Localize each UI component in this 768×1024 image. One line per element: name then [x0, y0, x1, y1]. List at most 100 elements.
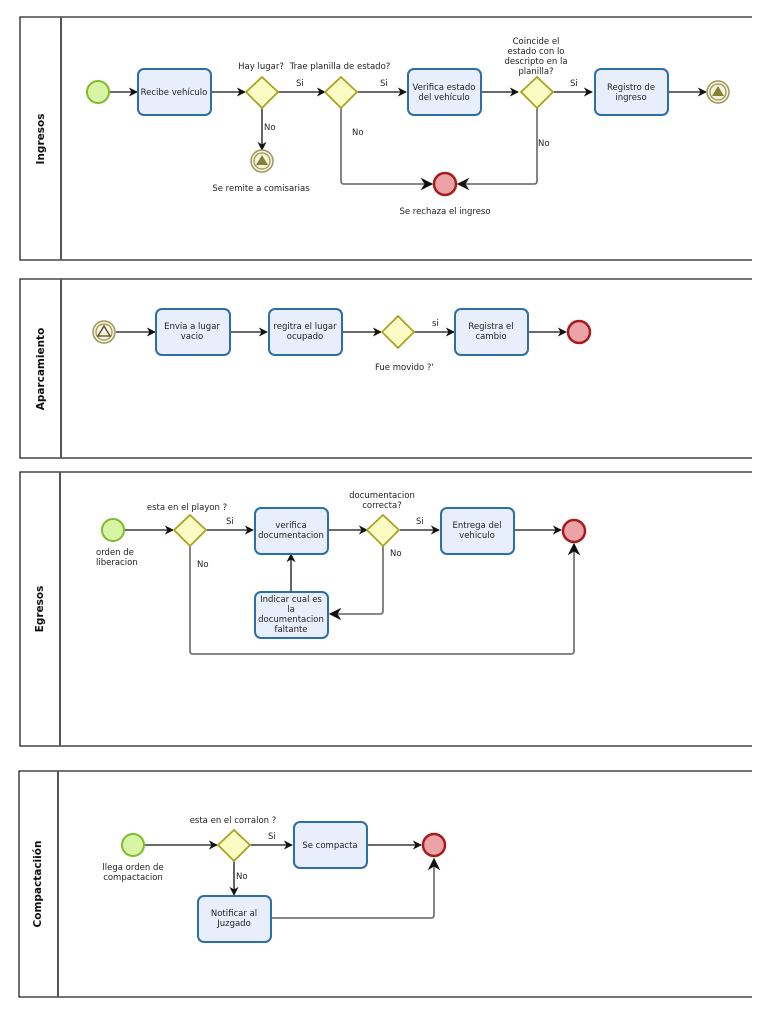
pool-border	[19, 278, 752, 459]
gateway-label: Coincide el	[513, 37, 560, 47]
end-event-reject[interactable]	[432, 171, 458, 197]
pool-title: Ingresos	[35, 114, 47, 165]
flow-label-si: Si	[380, 79, 388, 89]
task-verifica-documentacion[interactable]: verifica documentacion	[254, 507, 329, 555]
end-event[interactable]	[421, 832, 447, 858]
sequence-flow[interactable]	[189, 542, 581, 655]
flow-label-si: Si	[296, 79, 304, 89]
task-label: Juzgado	[216, 919, 251, 929]
event-label: liberacion	[96, 558, 138, 568]
pool-ingresos: Ingresos Recibe vehículo Hay lugar? Si N…	[19, 16, 752, 261]
pool-title: Aparcamiento	[35, 328, 47, 411]
pool-border	[19, 16, 752, 261]
gateway-label: esta en el corralon ?	[190, 816, 277, 826]
gateway-label: documentacion	[349, 491, 415, 501]
flow-label-si: si	[432, 319, 439, 329]
event-label: compactacion	[103, 873, 163, 883]
pool-title: Compactaciión	[32, 841, 44, 928]
task-notificar-juzgado[interactable]: Notificar al Juzgado	[197, 895, 272, 943]
start-event[interactable]	[86, 80, 110, 104]
gateway-esta-en-playon[interactable]	[172, 513, 208, 548]
start-signal-event[interactable]	[92, 320, 116, 344]
task-label: la	[287, 605, 295, 615]
gateway-label: Hay lugar?	[238, 62, 284, 72]
task-label: verifica	[275, 521, 306, 531]
end-event[interactable]	[561, 518, 587, 544]
pool-compactacion: Compactaciión llega orden de compactacio…	[18, 770, 752, 998]
signal-triangle-filled-icon	[256, 155, 268, 165]
task-label: Registro de	[607, 83, 655, 93]
task-registro-ingreso[interactable]: Registro de ingreso	[594, 68, 669, 116]
event-label: llega orden de	[102, 863, 163, 873]
task-label: Entrega del	[453, 521, 502, 531]
gateway-label: correcta?	[362, 501, 401, 511]
task-indicar-documentacion-faltante[interactable]: Indicar cual es la documentacion faltant…	[254, 591, 329, 639]
pool-border	[19, 471, 752, 747]
gateway-trae-planilla[interactable]	[323, 75, 359, 110]
gateway-label: esta en el playon ?	[147, 503, 227, 513]
task-se-compacta[interactable]: Se compacta	[293, 821, 368, 869]
gateway-label: descripto en la	[504, 57, 567, 67]
intermediate-event-remit[interactable]	[250, 149, 274, 173]
pool-title: Egresos	[34, 586, 46, 633]
event-label: Se remite a comisarias	[212, 184, 310, 194]
end-event[interactable]	[566, 319, 592, 345]
gateway-fue-movido[interactable]	[380, 314, 416, 350]
sequence-flow[interactable]	[456, 108, 538, 191]
flow-label-no: No	[390, 549, 402, 559]
end-signal-event[interactable]	[706, 80, 730, 104]
gateway-coincide[interactable]	[519, 75, 555, 110]
signal-triangle-open-icon	[96, 324, 112, 337]
flow-label-no: No	[236, 872, 248, 882]
pool-aparcamiento: Aparcamiento Envia a lugar vacio regitra…	[19, 278, 752, 459]
task-verifica-estado[interactable]: Verifica estado del vehículo	[407, 68, 482, 116]
sequence-flow[interactable]	[271, 857, 441, 919]
flow-label-no: No	[352, 128, 364, 138]
task-label: documentacion	[258, 531, 324, 541]
task-label: cambio	[475, 332, 506, 342]
gateway-label: estado con lo	[507, 47, 564, 57]
task-label: Verifica estado	[413, 83, 476, 93]
task-recibe-vehiculo[interactable]: Recibe vehículo	[137, 68, 212, 116]
task-label: vacio	[181, 332, 203, 342]
task-registra-lugar-ocupado[interactable]: regitra el lugar ocupado	[268, 308, 343, 356]
task-label: ingreso	[615, 93, 646, 103]
flow-label-si: Si	[226, 517, 234, 527]
task-label: Envia a lugar	[164, 322, 220, 332]
gateway-documentacion-correcta[interactable]	[365, 513, 401, 548]
pool-egresos: Egresos orden de liberacion esta en el p…	[19, 471, 752, 747]
task-label: Se compacta	[302, 841, 357, 851]
gateway-hay-lugar[interactable]	[244, 75, 280, 110]
task-entrega-vehiculo[interactable]: Entrega del vehiculo	[440, 507, 515, 555]
event-label: Se rechaza el ingreso	[399, 207, 490, 217]
task-label: del vehículo	[418, 93, 469, 103]
flow-label-si: Si	[570, 79, 578, 89]
start-event[interactable]	[121, 833, 145, 857]
task-label: vehiculo	[459, 531, 495, 541]
gateway-label: planilla?	[518, 67, 553, 77]
gateway-esta-en-corralon[interactable]	[216, 828, 252, 863]
task-label: Notificar al	[211, 909, 257, 919]
task-envia-lugar-vacio[interactable]: Envia a lugar vacio	[155, 308, 231, 356]
task-label: Recibe vehículo	[141, 88, 208, 98]
task-label: Registra el	[468, 322, 513, 332]
sequence-flow[interactable]	[340, 108, 434, 191]
event-label: orden de	[96, 548, 134, 558]
gateway-label: Fue movido ?'	[375, 363, 434, 373]
flow-label-no: No	[197, 560, 209, 570]
sequence-flow[interactable]	[328, 546, 384, 621]
flow-label-si: Si	[268, 832, 276, 842]
gateway-label: Trae planilla de estado?	[289, 62, 391, 72]
flow-label-si: Si	[416, 517, 424, 527]
flow-label-no: No	[264, 123, 276, 133]
pool-border	[18, 770, 752, 998]
start-event[interactable]	[101, 518, 125, 542]
task-label: documentacion	[258, 615, 324, 625]
signal-triangle-filled-icon	[712, 86, 724, 96]
task-label: Indicar cual es	[260, 595, 322, 605]
task-label: faltante	[274, 625, 307, 635]
task-label: ocupado	[287, 332, 323, 342]
task-label: regitra el lugar	[273, 322, 337, 332]
task-registra-cambio[interactable]: Registra el cambio	[454, 308, 529, 356]
